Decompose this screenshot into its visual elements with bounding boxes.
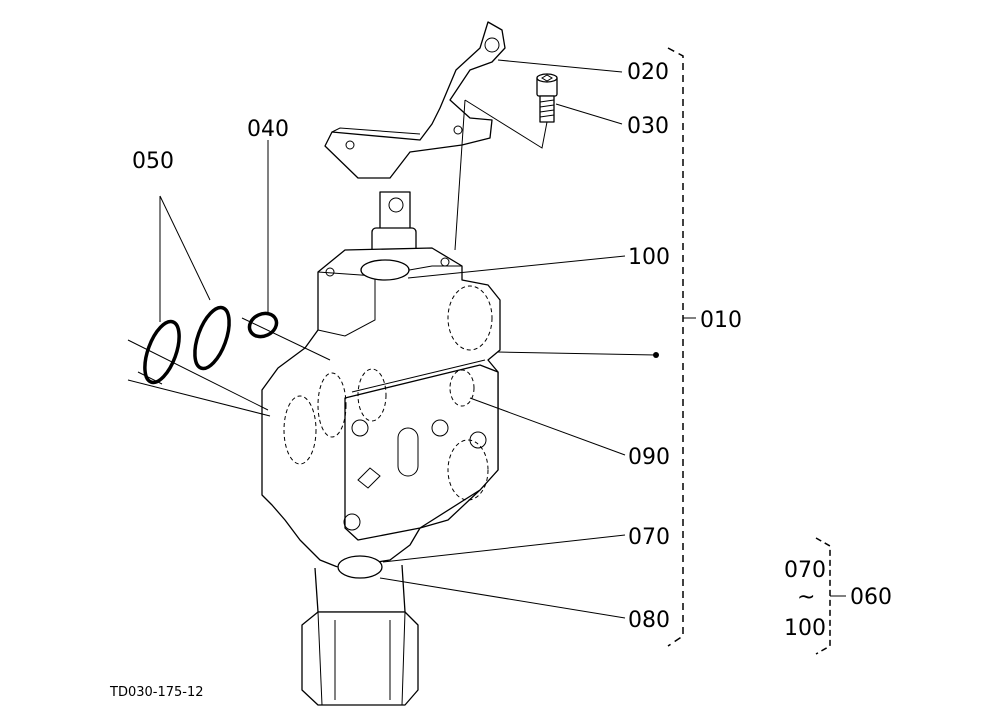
o-rings	[143, 305, 279, 385]
o-ring-050-a	[193, 305, 231, 371]
callout-labels: 020 030 040 050 100 010 090 070 080	[132, 60, 742, 633]
leader-lines	[159, 59, 659, 619]
bracket-part-020	[324, 21, 506, 179]
group-tilde: ~	[797, 585, 815, 610]
o-ring-050-b	[143, 319, 181, 385]
center-lines	[127, 99, 466, 417]
callout-080: 080	[628, 608, 670, 633]
callout-010: 010	[700, 308, 742, 333]
callout-100: 100	[628, 245, 670, 270]
callout-070: 070	[628, 525, 670, 550]
group-bracket	[815, 537, 831, 655]
bolt-part-030	[536, 73, 558, 123]
group-to-label: 100	[784, 616, 826, 641]
group-reference-060: 070 ~ 100 060	[784, 537, 892, 655]
callout-020: 020	[627, 60, 669, 85]
control-valve-body	[261, 191, 501, 706]
callout-030: 030	[627, 114, 669, 139]
callout-050: 050	[132, 149, 174, 174]
o-ring-040	[247, 311, 279, 339]
callout-040: 040	[247, 117, 289, 142]
drawing-code: TD030-175-12	[109, 685, 204, 700]
group-number-label: 060	[850, 585, 892, 610]
group-from-label: 070	[784, 558, 826, 583]
assembly-bracket-010	[667, 47, 684, 647]
callout-090: 090	[628, 445, 670, 470]
